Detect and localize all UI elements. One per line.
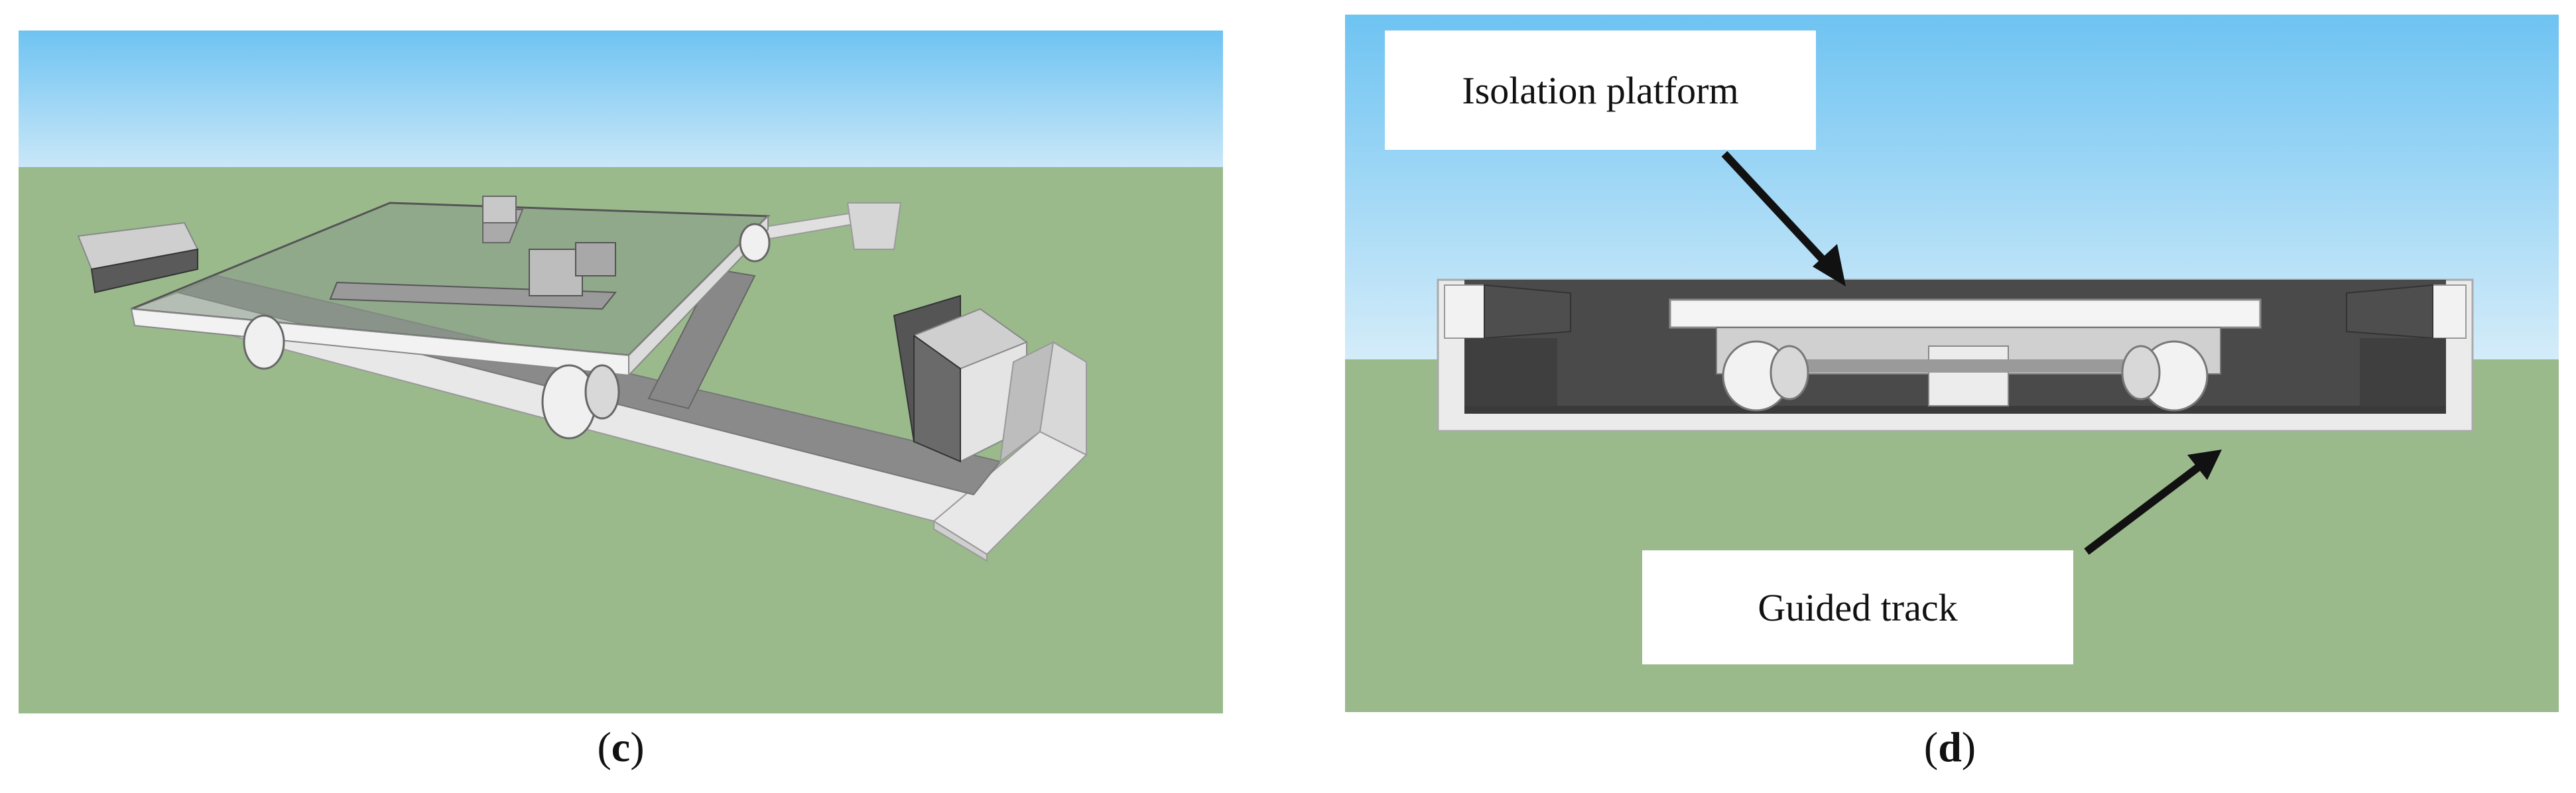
sky <box>19 30 1223 167</box>
caption-paren-open: ( <box>1923 723 1939 770</box>
wheel <box>739 223 771 263</box>
perspective-render <box>19 30 1223 713</box>
caption-d: (d) <box>1817 723 2083 772</box>
arrow-track <box>2084 450 2222 555</box>
isolation-platform <box>130 196 771 440</box>
arrow-platform <box>1721 151 1846 286</box>
caption-letter: c <box>611 723 631 770</box>
wheel <box>243 314 285 370</box>
wheel <box>541 364 620 440</box>
caption-c: (c) <box>488 723 753 772</box>
side-view-render <box>1345 15 2559 712</box>
guided-track-label: Guided track <box>1642 550 2073 664</box>
caption-paren-close: ) <box>630 723 645 770</box>
wheel <box>2121 340 2209 412</box>
panel-c-perspective-view <box>19 30 1223 713</box>
caption-letter: d <box>1938 723 1962 770</box>
wheel <box>1722 340 1809 412</box>
panel-d-side-view: Isolation platform Guided track <box>1345 15 2559 712</box>
caption-paren-close: ) <box>1961 723 1976 770</box>
isolation-platform <box>1669 298 2262 412</box>
isolation-platform-label: Isolation platform <box>1385 30 1816 150</box>
caption-paren-open: ( <box>597 723 612 770</box>
